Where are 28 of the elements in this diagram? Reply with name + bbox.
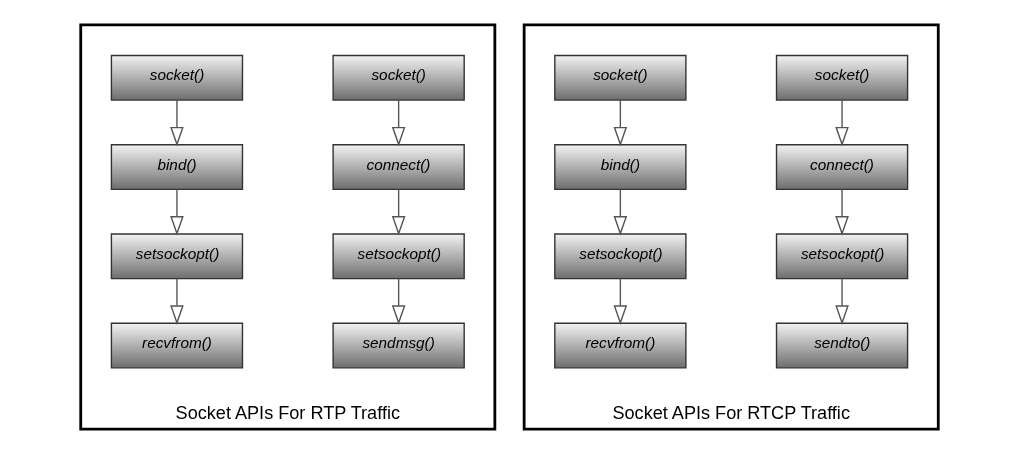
arrow [835, 277, 849, 325]
node-box: setsockopt() [332, 233, 465, 280]
node-box: socket() [554, 54, 687, 101]
arrow [170, 99, 184, 147]
node-box: connect() [775, 144, 909, 191]
node-box: setsockopt() [110, 233, 244, 280]
node-box: socket() [775, 54, 909, 101]
node-box: bind() [554, 144, 687, 191]
arrow [613, 277, 628, 325]
arrow [391, 99, 406, 147]
node-box: setsockopt() [554, 233, 687, 280]
node-box: setsockopt() [775, 233, 909, 280]
arrow [170, 277, 184, 325]
node-box: sendto() [775, 322, 909, 369]
arrow [391, 188, 406, 236]
node-box: sendmsg() [332, 322, 465, 369]
node-box: socket() [110, 54, 244, 101]
arrow [835, 188, 849, 236]
node-box: bind() [110, 144, 244, 191]
node-box: connect() [332, 144, 465, 191]
node-box: recvfrom() [554, 322, 687, 369]
arrow [613, 99, 628, 147]
node-box: socket() [332, 54, 465, 101]
arrow [835, 99, 849, 147]
node-box: recvfrom() [110, 322, 244, 369]
arrow [170, 188, 184, 236]
arrow [391, 277, 406, 325]
arrow [613, 188, 628, 236]
